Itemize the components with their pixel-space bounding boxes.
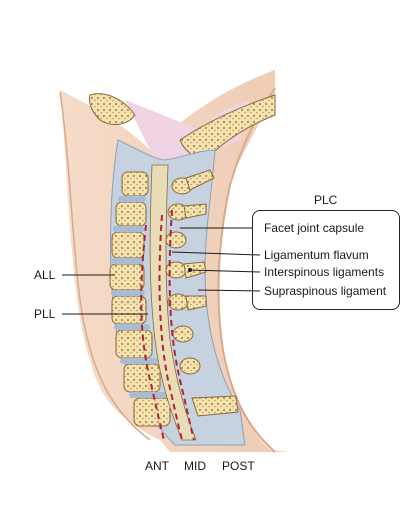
leader-flavum [171, 251, 261, 256]
facet [179, 357, 201, 375]
ant-label: ANT [145, 459, 169, 473]
ligamentum-flavum-label: Ligamentum flavum [264, 248, 369, 262]
disc [113, 226, 144, 232]
plc-title: PLC [314, 193, 338, 207]
disc [114, 324, 150, 330]
disc [111, 258, 144, 264]
neck-skin-contour [217, 87, 276, 453]
spinal-canal [149, 164, 197, 441]
spinous-process [191, 395, 239, 417]
interspinous-ligaments-label: Interspinous ligaments [264, 265, 385, 279]
post-label: POST [222, 459, 255, 473]
vertebral-body [123, 363, 161, 393]
all-label: ALL [34, 268, 56, 282]
spinous-process [185, 169, 215, 191]
leader-interspinous [189, 269, 261, 273]
middle-column-line [158, 214, 183, 441]
leader-supraspinous [197, 289, 261, 292]
throat-contour [59, 91, 151, 441]
vertebral-body [115, 329, 153, 359]
disc [120, 358, 158, 364]
disc [111, 290, 145, 296]
disc [118, 196, 146, 202]
facet-joint-capsule-label: Facet joint capsule [264, 221, 365, 235]
posterior-column-line [168, 209, 195, 441]
vertebral-body [121, 171, 149, 197]
column-lines [140, 209, 195, 441]
mid-label: MID [184, 459, 206, 473]
vertebral-body [133, 397, 171, 427]
plc-label-box [252, 210, 400, 310]
vertebral-body [109, 263, 145, 291]
pll-label: PLL [34, 307, 56, 321]
supraspinous-ligament-label: Supraspinous ligament [264, 284, 387, 298]
facet [172, 325, 194, 343]
leader-dot [188, 268, 192, 272]
spinous-processes [183, 169, 239, 417]
vertebral-bodies [109, 171, 171, 427]
spinous-process [183, 203, 207, 219]
vertebral-body [111, 231, 145, 259]
anterior-skull-bone [89, 93, 136, 126]
spinous-process [185, 295, 207, 311]
facet [165, 231, 187, 249]
leader-lines [62, 227, 261, 315]
intervertebral-discs [111, 196, 167, 398]
disc [129, 392, 167, 398]
vertebral-body [115, 201, 147, 227]
